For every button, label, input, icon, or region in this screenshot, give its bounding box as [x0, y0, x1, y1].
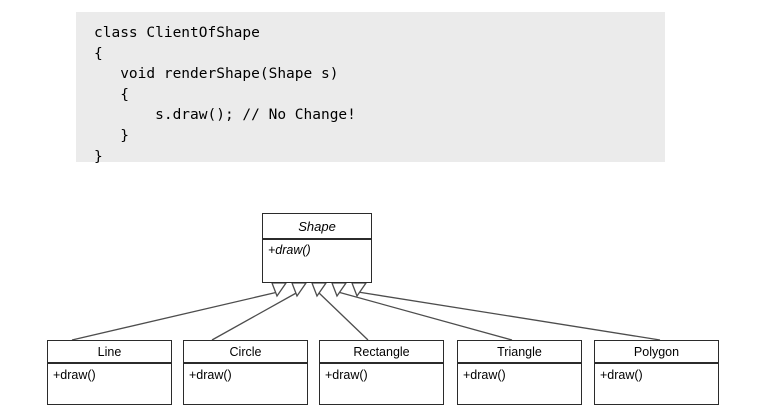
uml-class-rectangle-title: Rectangle	[320, 341, 443, 363]
uml-class-rectangle: Rectangle +draw()	[319, 340, 444, 405]
generalization-arrowhead-line	[271, 282, 288, 298]
uml-class-line-title: Line	[48, 341, 171, 363]
uml-class-shape: Shape +draw()	[262, 213, 372, 283]
code-snippet-text: class ClientOfShape { void renderShape(S…	[94, 25, 356, 165]
generalization-line-triangle	[337, 291, 513, 341]
generalization-line-line	[71, 291, 279, 341]
code-block: class ClientOfShape { void renderShape(S…	[76, 12, 665, 165]
generalization-arrowhead-polygon	[351, 282, 368, 298]
uml-class-polygon-title: Polygon	[595, 341, 718, 363]
uml-class-line-operations: +draw()	[48, 363, 171, 403]
uml-class-circle-title: Circle	[184, 341, 307, 363]
uml-class-line: Line +draw()	[47, 340, 172, 405]
generalization-arrowhead-circle	[291, 282, 308, 298]
uml-class-shape-title: Shape	[263, 214, 371, 239]
uml-class-triangle-title: Triangle	[458, 341, 581, 363]
generalization-line-polygon	[357, 291, 661, 341]
uml-class-rectangle-operations: +draw()	[320, 363, 443, 403]
uml-class-triangle: Triangle +draw()	[457, 340, 582, 405]
generalization-line-circle	[211, 291, 299, 341]
generalization-arrowhead-triangle	[331, 282, 348, 298]
generalization-line-rectangle	[317, 291, 369, 341]
uml-class-shape-operations: +draw()	[263, 239, 371, 281]
generalization-arrowhead-rectangle	[311, 282, 328, 298]
uml-class-polygon-operations: +draw()	[595, 363, 718, 403]
uml-class-circle: Circle +draw()	[183, 340, 308, 405]
uml-class-polygon: Polygon +draw()	[594, 340, 719, 405]
uml-class-circle-operations: +draw()	[184, 363, 307, 403]
uml-class-triangle-operations: +draw()	[458, 363, 581, 403]
